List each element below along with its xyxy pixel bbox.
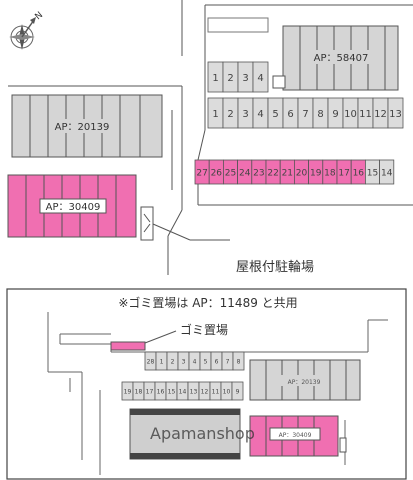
parking-stall-number: 5	[272, 109, 278, 120]
parking-stall-number: 12	[374, 109, 387, 120]
parking-stall-number: 2	[227, 73, 233, 84]
garbage-label: ゴミ置場	[180, 322, 228, 337]
parking-stall-number: 20	[296, 168, 308, 178]
parking-stall-number: 1	[212, 73, 218, 84]
parking-stall-number: 6	[215, 358, 219, 365]
parking-stall-number: 7	[302, 109, 308, 120]
parking-stall-number: 2	[171, 358, 175, 365]
parking-stall	[232, 351, 245, 371]
parking-stall-number: 3	[242, 73, 248, 84]
garbage-box-icon	[272, 75, 286, 89]
parking-stall-number: 15	[168, 388, 176, 395]
parking-stall-number: 18	[135, 388, 143, 395]
parking-stall-number: 23	[253, 168, 264, 178]
parking-stall-number: 18	[324, 168, 336, 178]
parking-stall-number: 9	[236, 388, 240, 395]
parking-stall-number: 5	[204, 358, 208, 365]
parking-stall-number: 2	[227, 109, 233, 120]
parking-stall-number: 14	[179, 388, 187, 395]
parking-stall-number: 1	[160, 358, 164, 365]
building-ap58407-label: AP：58407	[314, 53, 369, 64]
compass-icon	[9, 17, 36, 50]
parking-stall-number: 6	[287, 109, 293, 120]
parking-stall-number: 19	[310, 168, 322, 178]
parking-stall-number: 1	[212, 109, 218, 120]
garbage-leader-line	[144, 330, 177, 344]
parking-stall-number: 14	[381, 168, 393, 178]
parking-stall-number: 21	[282, 168, 293, 178]
building-ap30409-label: AP：30409	[46, 202, 101, 213]
parking-stall-number: 13	[389, 109, 402, 120]
lower-building-ap20139-label: AP：20139	[288, 379, 321, 386]
garbage-shared-note: ※ゴミ置場は AP：11489 と共用	[118, 295, 297, 310]
parking-stall-number: 17	[146, 388, 154, 395]
parking-stall-number: 4	[193, 358, 197, 365]
parking-stall-number: 8	[237, 358, 241, 365]
parking-stall-number: 8	[317, 109, 323, 120]
parking-stall-number: 4	[257, 73, 263, 84]
parking-stall	[231, 381, 244, 401]
parking-stall	[252, 61, 269, 93]
building-ap20139-label: AP：20139	[55, 122, 110, 133]
parking-stall-number: 22	[267, 168, 278, 178]
parking-stall-number: 11	[359, 109, 372, 120]
parking-stall-number: 17	[338, 168, 349, 178]
parking-stall-number: 16	[157, 388, 165, 395]
parking-stall-number: 10	[223, 388, 231, 395]
parking-stall-number: 9	[332, 109, 338, 120]
parking-stall-number: 11	[212, 388, 220, 395]
bike-shed	[140, 206, 230, 241]
lower-building-dark	[129, 408, 241, 460]
parking-stall-number: 27	[196, 168, 207, 178]
lower-building-ap20139: AP：20139	[249, 359, 361, 401]
parking-stall-number: 24	[239, 168, 251, 178]
building-ap58407: AP：58407	[282, 25, 399, 91]
lower-plan-frame	[6, 288, 407, 480]
road-lines-upper	[8, 0, 413, 275]
bike-shed-label: 屋根付駐輪場	[236, 259, 314, 275]
parking-stall-number: 19	[124, 388, 132, 395]
parking-stall-number: 26	[211, 168, 223, 178]
parking-stall-number: 4	[257, 109, 263, 120]
apamanshop-watermark: Apamanshop	[150, 424, 255, 443]
parking-stall	[387, 97, 404, 129]
parking-stall-number: 10	[344, 109, 357, 120]
parking-stall-number: 16	[353, 168, 365, 178]
parking-stall-number: 13	[190, 388, 198, 395]
parking-stall-number: 25	[225, 168, 236, 178]
parking-stall-number: 28	[147, 358, 155, 365]
garbage-area	[110, 341, 146, 351]
entry-structure	[207, 17, 269, 33]
parking-stall-number: 3	[182, 358, 186, 365]
parking-stall-number: 3	[242, 109, 248, 120]
building-ap30409: AP：30409	[7, 174, 137, 238]
parking-stall-number: 7	[226, 358, 230, 365]
compass-north-label: N	[34, 10, 46, 22]
lower-building-ap30409-label: AP：30409	[279, 432, 312, 439]
parking-stall	[379, 159, 395, 185]
parking-stall-number: 12	[201, 388, 209, 395]
lower-building-ap30409: AP：30409	[249, 415, 347, 457]
building-ap20139: AP：20139	[11, 94, 163, 158]
parking-stall-number: 15	[367, 168, 378, 178]
